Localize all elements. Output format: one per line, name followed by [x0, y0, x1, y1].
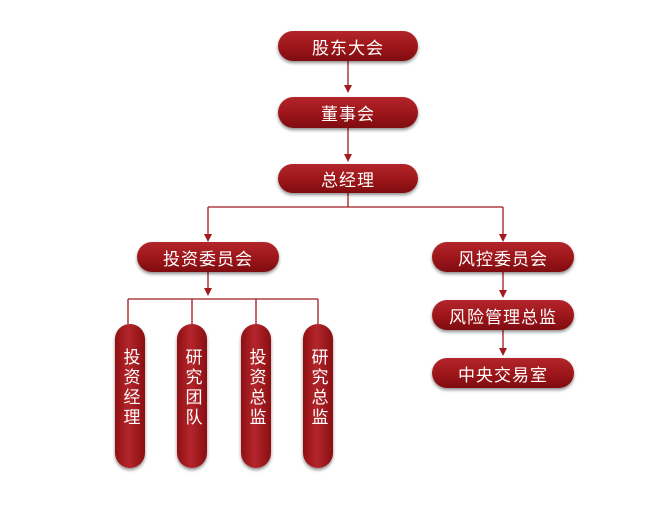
- node-shareholders-meeting: 股东大会: [278, 31, 418, 61]
- node-label: 总经理: [321, 171, 375, 191]
- node-investment-committee: 投资委员会: [137, 242, 279, 272]
- node-label: 投资委员会: [163, 249, 253, 270]
- node-label: 董事会: [321, 105, 375, 125]
- node-investment-director: 投资总监: [241, 324, 271, 468]
- node-label: 中央交易室: [458, 365, 548, 386]
- node-investment-manager: 投资经理: [115, 324, 145, 468]
- node-board-of-directors: 董事会: [278, 97, 418, 128]
- node-risk-committee: 风控委员会: [432, 242, 574, 272]
- node-label: 投资总监: [245, 348, 266, 428]
- node-label: 风控委员会: [458, 249, 548, 270]
- node-general-manager: 总经理: [278, 164, 418, 193]
- node-label: 投资经理: [119, 348, 140, 428]
- node-label: 风险管理总监: [449, 307, 557, 328]
- node-risk-management-director: 风险管理总监: [432, 300, 574, 330]
- node-label: 研究团队: [181, 348, 202, 428]
- node-central-trading-room: 中央交易室: [432, 358, 574, 388]
- node-label: 股东大会: [312, 38, 384, 59]
- node-research-team: 研究团队: [177, 324, 207, 468]
- node-label: 研究总监: [307, 348, 328, 428]
- node-research-director: 研究总监: [303, 324, 333, 468]
